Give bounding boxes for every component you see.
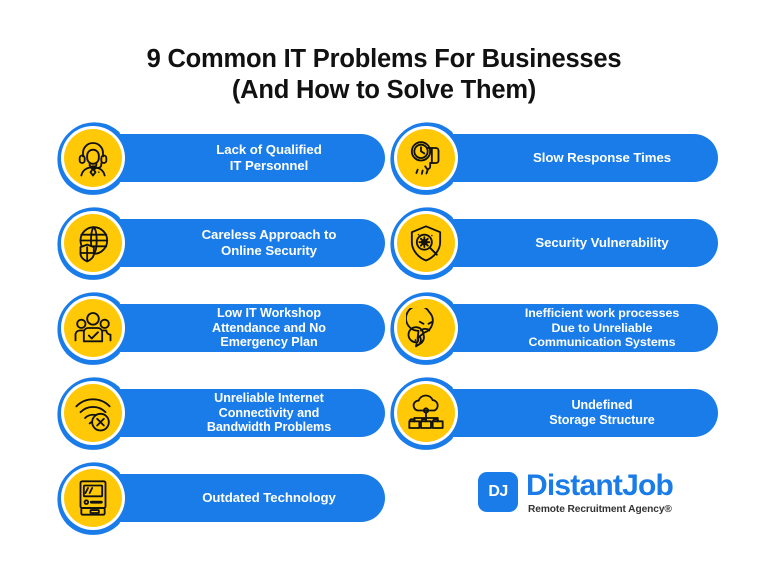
logo-mark-text: DJ [488, 483, 508, 500]
page-title-line-2: (And How to Solve Them) [231, 76, 537, 105]
problem-item-8[interactable]: Undefined Storage Structure [388, 375, 718, 451]
problem-label-1: Lack of Qualified IT Personnel [216, 142, 322, 173]
problem-item-1[interactable]: Lack of Qualified IT Personnel [55, 120, 385, 196]
problem-label-9: Outdated Technology [202, 490, 336, 506]
people-group-check-icon [64, 299, 122, 357]
page-title-line-1: 9 Common IT Problems For Businesses [146, 45, 622, 73]
problem-item-5[interactable]: Low IT Workshop Attendance and No Emerge… [55, 290, 385, 366]
problem-pill-4: Security Vulnerability [410, 219, 718, 267]
problem-item-7[interactable]: Unreliable Internet Connectivity and Ban… [55, 375, 385, 451]
old-desktop-computer-icon [64, 469, 122, 527]
logo-mark-icon: DJ [478, 472, 518, 512]
problem-item-4[interactable]: Security Vulnerability [388, 205, 718, 281]
problem-label-8: Undefined Storage Structure [549, 398, 655, 427]
problem-pill-5: Low IT Workshop Attendance and No Emerge… [77, 304, 385, 352]
clock-thumbs-down-icon [397, 129, 455, 187]
sad-speech-bubble-signal-icon [397, 299, 455, 357]
logo-wordmark: DistantJob [526, 469, 674, 502]
problem-label-7: Unreliable Internet Connectivity and Ban… [206, 390, 332, 435]
problem-pill-6: Inefficient work processes Due to Unreli… [410, 304, 718, 352]
shield-magnifier-bug-icon [397, 214, 455, 272]
page-title: 9 Common IT Problems For Businesses (And… [0, 44, 768, 106]
problem-label-3: Careless Approach to Online Security [201, 227, 337, 258]
problem-pill-2: Slow Response Times [410, 134, 718, 182]
problem-pill-1: Lack of Qualified IT Personnel [77, 134, 385, 182]
problem-pill-8: Undefined Storage Structure [410, 389, 718, 437]
problem-pill-7: Unreliable Internet Connectivity and Ban… [77, 389, 385, 437]
distantjob-logo[interactable]: DJ DistantJob Remote Recruitment Agency® [478, 469, 688, 526]
problem-label-6: Inefficient work processes Due to Unreli… [524, 306, 680, 350]
problem-item-2[interactable]: Slow Response Times [388, 120, 718, 196]
wifi-error-icon [64, 384, 122, 442]
problem-label-2: Slow Response Times [532, 150, 672, 166]
problem-item-3[interactable]: Careless Approach to Online Security [55, 205, 385, 281]
problem-item-6[interactable]: Inefficient work processes Due to Unreli… [388, 290, 718, 366]
globe-shield-icon [64, 214, 122, 272]
problem-item-9[interactable]: Outdated Technology [55, 460, 385, 536]
problem-label-5: Low IT Workshop Attendance and No Emerge… [212, 305, 326, 350]
problem-pill-3: Careless Approach to Online Security [77, 219, 385, 267]
logo-tagline: Remote Recruitment Agency® [528, 504, 672, 515]
cloud-folder-tree-icon [397, 384, 455, 442]
headset-support-agent-icon [64, 129, 122, 187]
problem-pill-9: Outdated Technology [77, 474, 385, 522]
problem-label-4: Security Vulnerability [535, 235, 669, 251]
